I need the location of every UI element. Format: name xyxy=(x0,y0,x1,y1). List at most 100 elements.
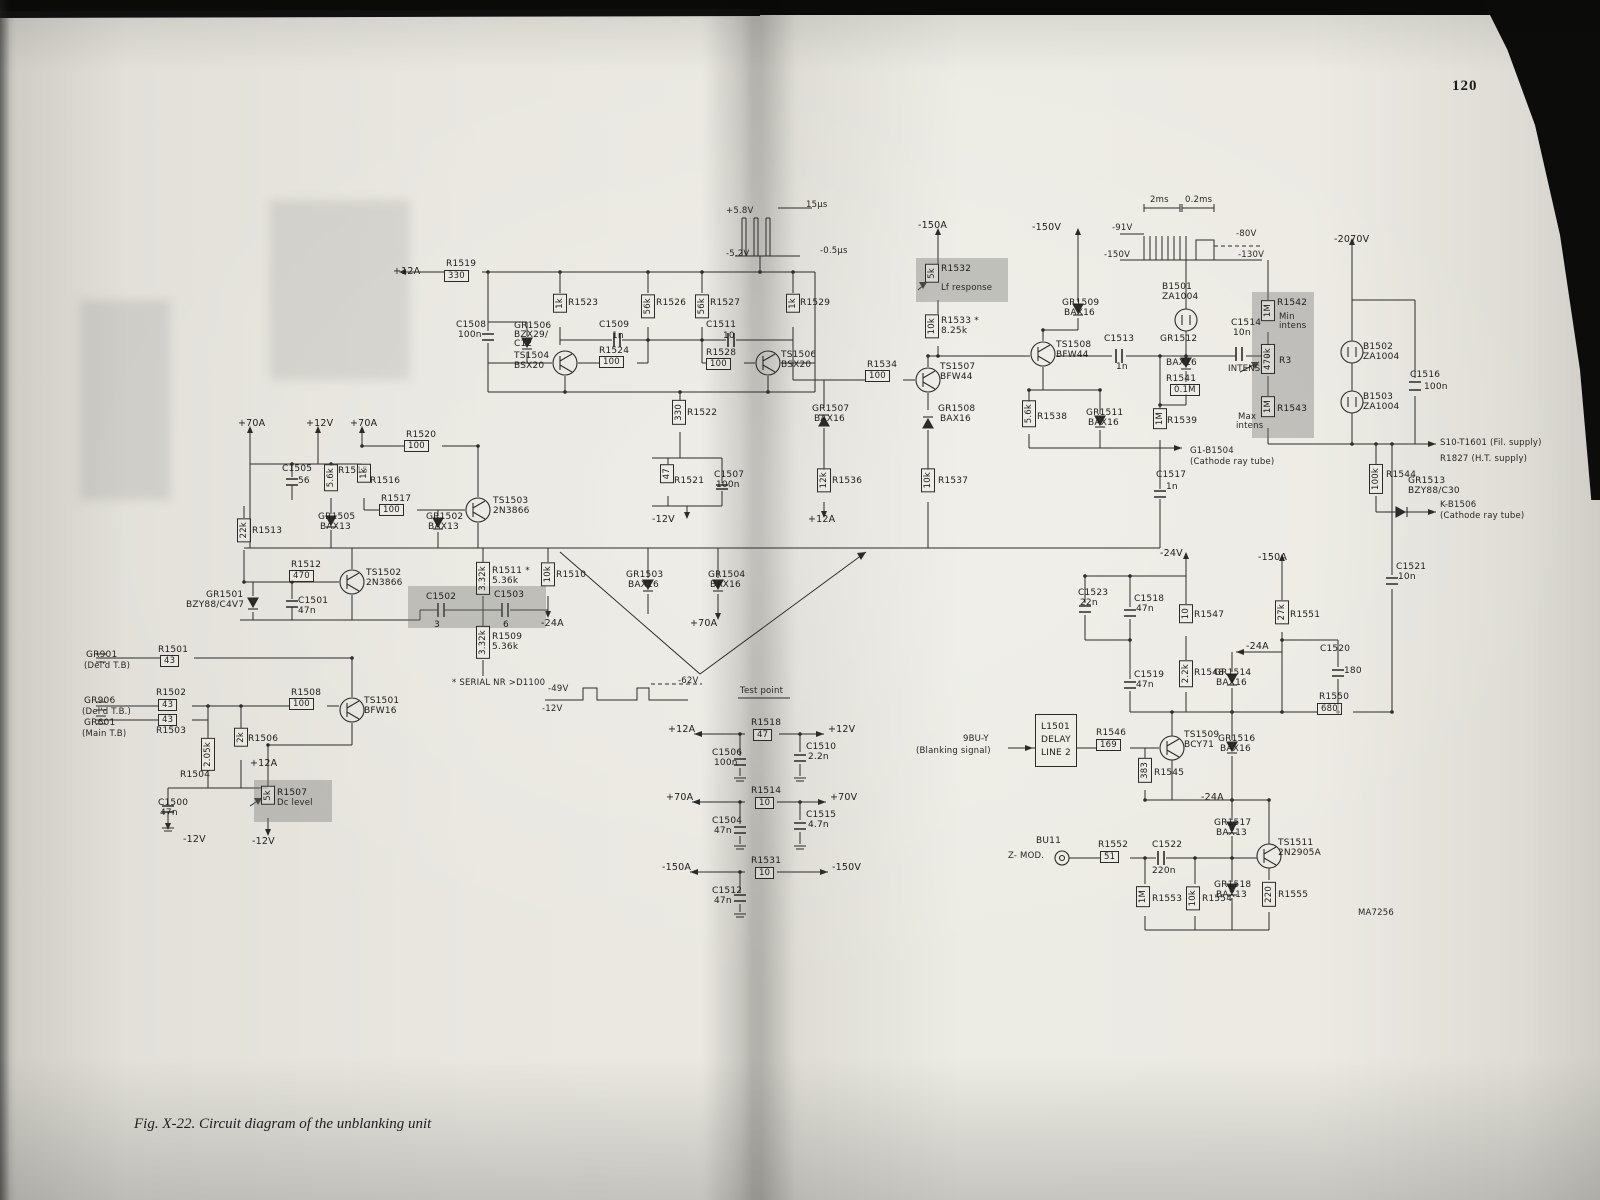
annotation: (Del'd T.B) xyxy=(84,661,131,671)
component-value-box: 330 xyxy=(444,270,469,282)
lamp-symbols xyxy=(1054,308,1364,866)
component-ref: BAX16 xyxy=(1220,744,1251,754)
component-ref: BAX13 xyxy=(1216,890,1247,900)
component-ref: R1552 xyxy=(1098,840,1129,850)
component-ref: 100n xyxy=(716,480,740,490)
component-value-box: 43 xyxy=(158,699,178,711)
component-ref: R1524 xyxy=(599,346,630,356)
diode-symbols xyxy=(247,303,1408,896)
component-value-box: 100 xyxy=(865,370,890,382)
component-ref: R1501 xyxy=(158,645,189,655)
annotation: Z- MOD. xyxy=(1008,851,1045,861)
component-ref: C1514 xyxy=(1231,318,1262,328)
component-ref: C1523 xyxy=(1078,588,1109,598)
component-ref: C1522 xyxy=(1152,840,1183,850)
component-value-box: 27k xyxy=(1275,600,1289,625)
annotation: Lf response xyxy=(941,283,993,293)
component-value-box: 1M xyxy=(1136,886,1150,908)
component-value-box: 10k xyxy=(925,314,939,339)
component-ref: 100n xyxy=(714,758,738,768)
component-value-box: 56k xyxy=(695,294,709,319)
component-ref: R1544 xyxy=(1386,470,1417,480)
component-value-box: 10k xyxy=(1186,886,1200,911)
component-value-box: 330 xyxy=(672,400,686,425)
component-ref: R1554 xyxy=(1202,894,1233,904)
component-ref: R1543 xyxy=(1277,404,1308,414)
annotation: -130V xyxy=(1238,250,1265,260)
component-value-box: 470k xyxy=(1261,344,1275,374)
net-label: -24V xyxy=(1160,548,1183,559)
component-ref: 5.36k xyxy=(492,642,519,652)
component-ref: R1522 xyxy=(687,408,718,418)
net-label: +70A xyxy=(350,418,378,429)
net-label: +70A xyxy=(238,418,266,429)
component-ref: 47n xyxy=(714,896,732,906)
net-label: -24A xyxy=(541,618,564,629)
component-ref: R1510 xyxy=(556,570,587,580)
component-ref: C1520 xyxy=(1320,644,1351,654)
component-ref: BFW44 xyxy=(1056,350,1089,360)
component-ref: BSX20 xyxy=(781,360,812,370)
component-ref: 47n xyxy=(1136,604,1154,614)
component-ref: R1519 xyxy=(446,259,477,269)
component-ref: BAX16 xyxy=(710,580,741,590)
component-value-box: 100 xyxy=(379,504,404,516)
annotation: * SERIAL NR >D1100 xyxy=(452,678,546,688)
component-ref: C1506 xyxy=(712,748,743,758)
component-ref: GR1517 xyxy=(1214,818,1252,828)
component-value-box: 169 xyxy=(1096,739,1121,751)
component-ref: BFW44 xyxy=(940,372,973,382)
component-ref: TS1507 xyxy=(940,362,976,372)
component-ref: R1515 xyxy=(338,466,369,476)
component-ref: R1553 xyxy=(1152,894,1183,904)
net-label: -150A xyxy=(662,862,692,873)
component-ref: BAX16 xyxy=(628,580,659,590)
net-label: -12V xyxy=(252,836,275,847)
figure-caption: Fig. X-22. Circuit diagram of the unblan… xyxy=(134,1116,432,1132)
component-ref: BAX13 xyxy=(428,522,459,532)
component-value-box: 100 xyxy=(706,358,731,370)
component-ref: 1n xyxy=(1116,362,1128,372)
component-ref: C1505 xyxy=(282,464,313,474)
component-ref: 56 xyxy=(298,476,310,486)
component-ref: R1550 xyxy=(1319,692,1350,702)
annotation: MA7256 xyxy=(1358,908,1394,918)
component-ref: 3 xyxy=(434,620,440,630)
component-ref: GR1518 xyxy=(1214,880,1252,890)
component-ref: R1528 xyxy=(706,348,737,358)
transistor-symbols xyxy=(339,341,1282,869)
component-value-box: 43 xyxy=(158,714,178,726)
net-label: -150V xyxy=(832,862,862,873)
capacitor-plates xyxy=(162,333,1421,902)
component-ref: C1510 xyxy=(806,742,837,752)
component-value-box: 10 xyxy=(755,797,775,809)
component-ref: GR901 xyxy=(86,650,118,660)
component-ref: 6 xyxy=(503,620,509,630)
component-value-box: 383 xyxy=(1138,758,1152,783)
component-ref: 220n xyxy=(1152,866,1176,876)
component-ref: BZY88/C30 xyxy=(1408,486,1460,496)
component-ref: GR1513 xyxy=(1408,476,1446,486)
component-ref: R1541 xyxy=(1166,374,1197,384)
component-value-box: 220 xyxy=(1262,882,1276,907)
component-ref: R1533 * xyxy=(941,316,979,326)
component-ref: R1520 xyxy=(406,430,437,440)
component-ref: C1504 xyxy=(712,816,743,826)
component-ref: C1500 xyxy=(158,798,189,808)
net-label: -150A xyxy=(918,220,948,231)
component-value-box: 10 xyxy=(755,867,775,879)
component-ref: C1517 xyxy=(1156,470,1187,480)
component-ref: B1501 xyxy=(1162,282,1193,292)
component-ref: ZA1004 xyxy=(1363,402,1400,412)
component-ref: 22n xyxy=(1080,598,1098,608)
component-ref: GR1516 xyxy=(1218,734,1256,744)
component-value-box: 470 xyxy=(289,570,314,582)
net-label: +12A xyxy=(250,758,278,769)
component-ref: 47n xyxy=(1136,680,1154,690)
component-value-box: 2.2k xyxy=(1179,660,1193,688)
component-ref: R1513 xyxy=(252,526,283,536)
component-ref: R1504 xyxy=(180,770,211,780)
component-ref: R1523 xyxy=(568,298,599,308)
component-ref: C1513 xyxy=(1104,334,1135,344)
component-value-box: 51 xyxy=(1100,851,1120,863)
